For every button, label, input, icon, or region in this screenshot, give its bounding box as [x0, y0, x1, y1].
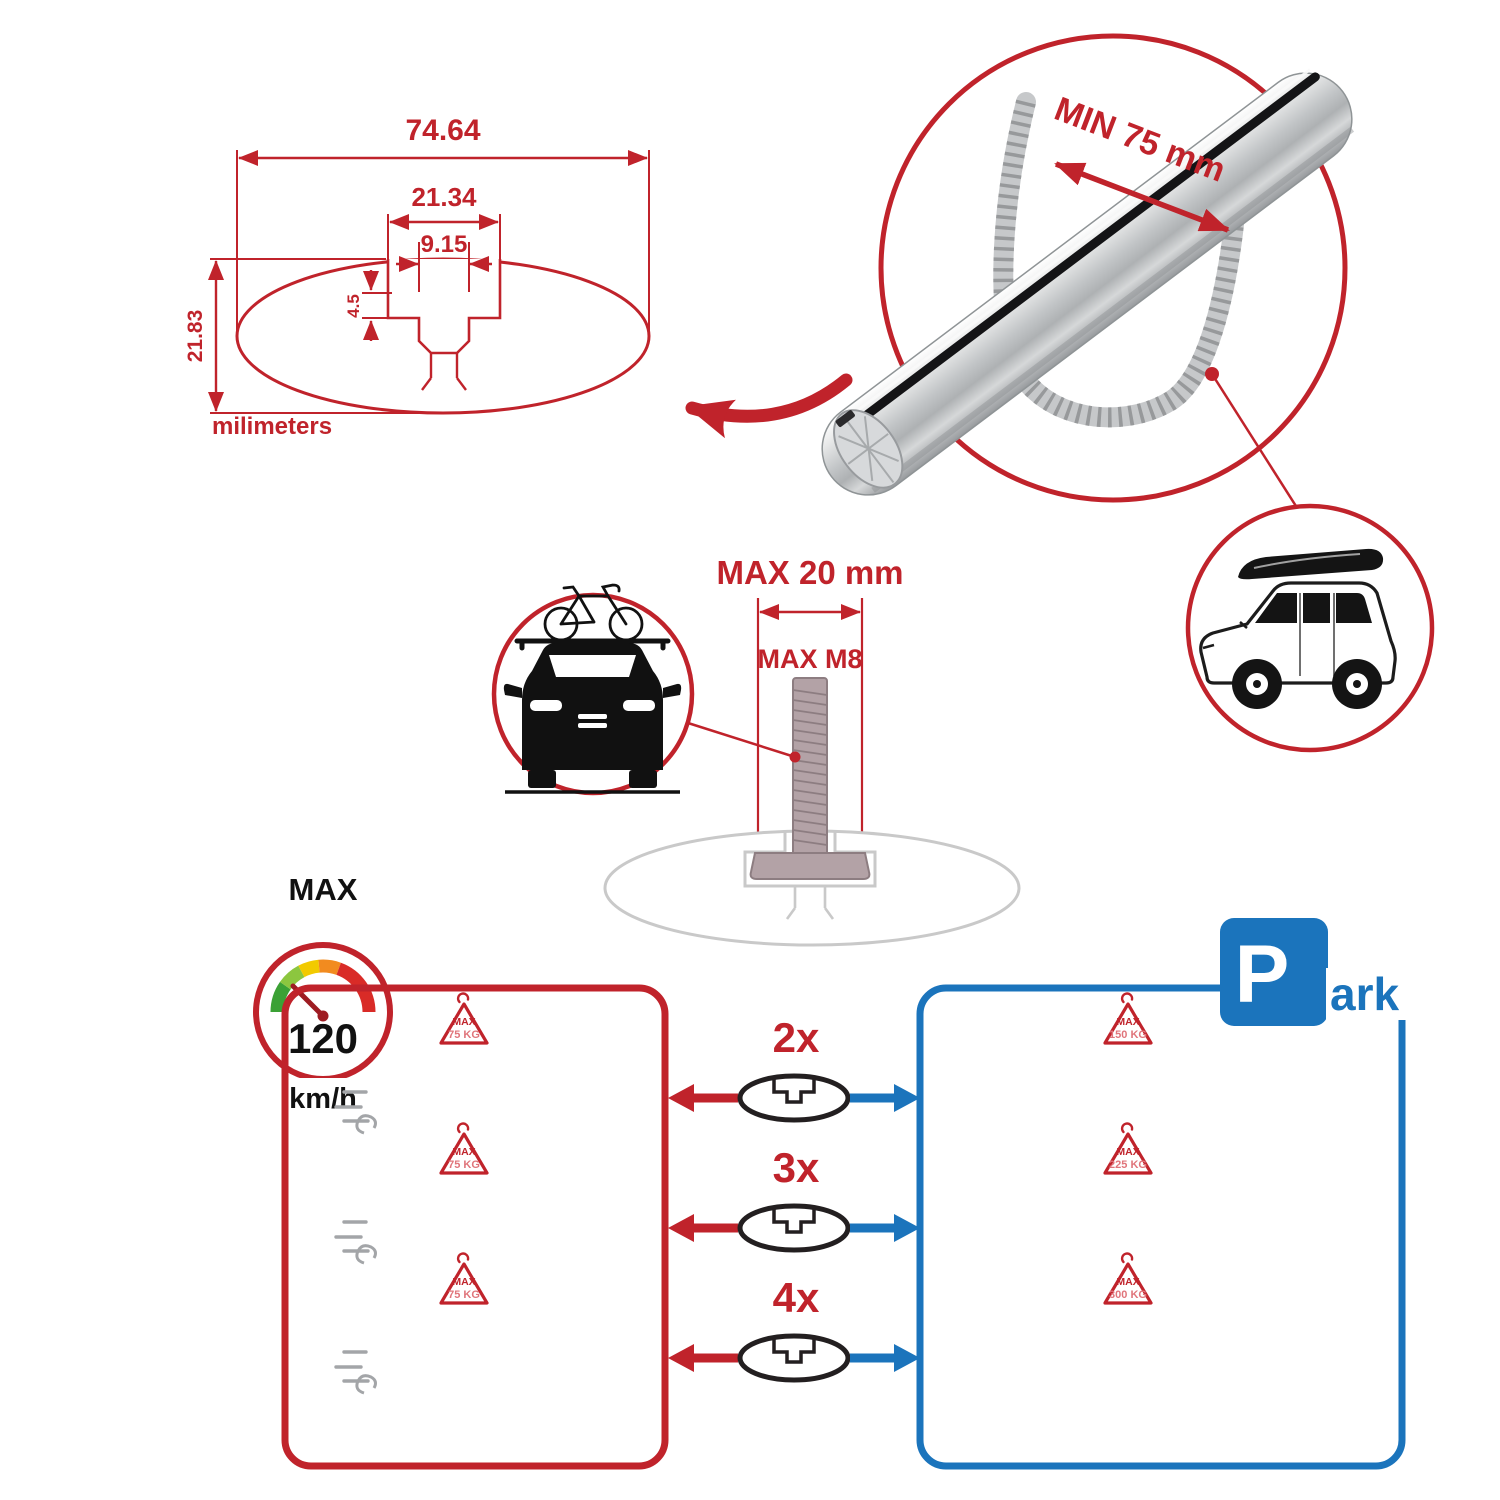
lip-tick-lines — [362, 292, 392, 319]
car-front-lights — [530, 700, 655, 728]
load-badge-value: 150 KG — [1109, 1029, 1147, 1041]
bolt-t-head — [749, 852, 871, 880]
quantity-label: 4x — [773, 1274, 820, 1321]
load-badge-value: 75 KG — [448, 1159, 480, 1171]
driving-panel: MAX 75 KG MAX 75 KG MAX 75 KG — [281, 984, 669, 1470]
load-badge-value: 75 KG — [448, 1029, 480, 1041]
bolt-callout-line — [687, 721, 796, 759]
blue-arrowhead — [894, 1344, 920, 1372]
crossbar-section-icon — [737, 1073, 851, 1123]
bar-detail-view: MIN 75 mm — [821, 33, 1355, 515]
car-front-wheels — [528, 770, 657, 788]
car-front-windshield — [549, 655, 636, 677]
red-arrowhead — [668, 1084, 694, 1112]
roof-crossbar — [514, 638, 671, 651]
car-parked-2: MAX 225 KG — [1058, 1121, 1262, 1281]
bolt-spec: MAX 20 mm MAX M8 — [603, 554, 1021, 947]
roof-cargo-box — [1238, 548, 1384, 580]
parked-panel: MAX 150 KG MAX 225 KG MAX 300 KG P ark — [916, 918, 1412, 1470]
vehicle-front-view — [491, 583, 796, 796]
suv-wheels — [1232, 659, 1382, 709]
dim-slot-inner: 9.15 — [421, 231, 468, 258]
load-badge-value: 300 KG — [1109, 1289, 1147, 1301]
quantity-row-4x: 4x — [668, 1274, 920, 1383]
load-badge-label: MAX — [452, 1016, 475, 1028]
bolt-threads — [792, 689, 828, 846]
load-badge-label: MAX — [1116, 1276, 1139, 1288]
blue-arrowhead — [894, 1084, 920, 1112]
park-sign-ark: ark — [1330, 968, 1399, 1020]
bolt-ext-lines — [756, 598, 864, 842]
car-driving-2: MAX 75 KG — [334, 1121, 598, 1281]
red-arrowhead — [668, 1214, 694, 1242]
driving-box — [281, 984, 669, 1470]
dim-total-width: 74.64 — [405, 114, 480, 147]
rubber-strip — [838, 72, 1320, 438]
pointer-arrow — [685, 373, 853, 439]
dim-lip-depth: 4.5 — [344, 294, 363, 318]
bolt-max-thread-label: MAX M8 — [757, 644, 862, 674]
red-arrowhead — [668, 1344, 694, 1372]
speed-units: km/h — [289, 1083, 357, 1115]
quantity-label: 2x — [773, 1014, 820, 1061]
car-driving-3: MAX 75 KG — [334, 1251, 598, 1411]
ext-lines-slot-outer — [387, 214, 501, 290]
faded-slot-stem — [785, 886, 835, 920]
callout-line — [1210, 373, 1303, 515]
units-label: milimeters — [212, 413, 332, 440]
speedometer: MAX 120 km/h — [253, 872, 393, 1116]
bolt-max-width-label: MAX 20 mm — [716, 554, 903, 591]
car-parked-1: MAX 150 KG — [1058, 991, 1262, 1151]
car-parked-3: MAX 300 KG — [1058, 1251, 1262, 1411]
gauge-pivot — [317, 1010, 329, 1022]
t-slot-stem — [421, 353, 467, 391]
quantity-label: 3x — [773, 1144, 820, 1191]
crossbar-section-icon — [737, 1333, 851, 1383]
load-badge-label: MAX — [1116, 1016, 1139, 1028]
bar-quantity-rows: 2x 3x 4x — [668, 1014, 920, 1383]
load-badge-label: MAX — [452, 1276, 475, 1288]
parked-box — [916, 984, 1406, 1470]
ext-lines-total-height — [210, 258, 436, 414]
cross-section-diagram: 74.64 21.34 9.15 4.5 21.83 milimeters — [184, 114, 651, 440]
load-badge-value: 225 KG — [1109, 1159, 1147, 1171]
speed-max-label: MAX — [289, 872, 358, 907]
suv-windows — [1255, 593, 1372, 623]
car-front-mirrors — [503, 683, 682, 698]
crossbar-section-icon — [737, 1203, 851, 1253]
car-driving-1: MAX 75 KG — [334, 991, 598, 1151]
park-sign-p: P — [1235, 929, 1290, 1020]
park-sign: P ark — [1220, 918, 1412, 1026]
clamp-strap-ribs — [993, 99, 1249, 428]
bolt-callout-dot — [789, 751, 801, 763]
quantity-row-3x: 3x — [668, 1144, 920, 1253]
load-badge-label: MAX — [1116, 1146, 1139, 1158]
ext-lines-total-width — [236, 150, 650, 336]
dim-slot-outer: 21.34 — [411, 182, 477, 212]
blue-arrowhead — [894, 1214, 920, 1242]
speed-value: 120 — [288, 1015, 358, 1062]
vehicle-roofbox-view — [1185, 503, 1435, 753]
load-badge-label: MAX — [452, 1146, 475, 1158]
t-slot-profile — [386, 259, 502, 355]
quantity-row-2x: 2x — [668, 1014, 920, 1123]
min-span-arrow — [1054, 161, 1230, 233]
load-badge-value: 75 KG — [448, 1289, 480, 1301]
dim-total-height: 21.83 — [184, 310, 207, 363]
park-sign-square — [1220, 918, 1328, 1026]
